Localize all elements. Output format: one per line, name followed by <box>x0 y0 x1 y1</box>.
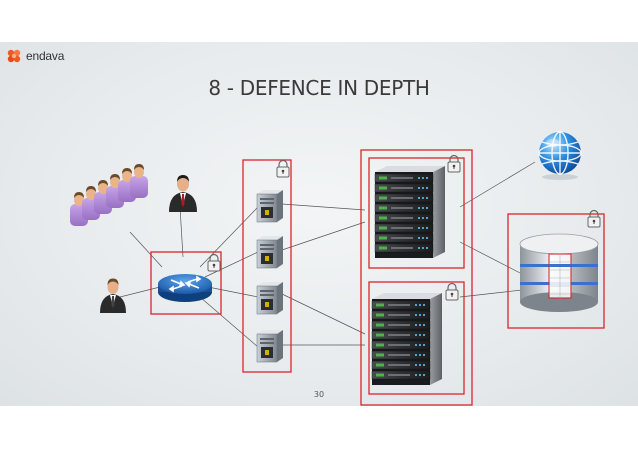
connector-web3-app2 <box>281 293 366 335</box>
admin-user-icon <box>169 175 197 212</box>
connector-app2-db <box>459 289 523 298</box>
connector-user-router <box>119 286 161 298</box>
server-tower-icon <box>256 235 284 269</box>
database-security-box <box>507 213 605 329</box>
connector-app1-db <box>459 241 523 275</box>
page-number: 30 <box>313 390 325 399</box>
connector-router-web3 <box>207 286 259 298</box>
router-security-box <box>150 251 222 315</box>
server-tower-icon <box>256 189 284 223</box>
router-icon <box>158 274 212 302</box>
network-diagram <box>70 131 605 406</box>
slide-title: 8 - DEFENCE IN DEPTH <box>208 76 430 100</box>
users-group <box>70 164 148 226</box>
connectors <box>119 161 536 348</box>
server-rack-icon <box>374 166 445 258</box>
endava-logo: endava <box>6 48 76 66</box>
connector-web2-app1 <box>281 221 366 251</box>
connector-users-router <box>129 231 163 268</box>
user-icon <box>100 278 126 313</box>
padlock-icon <box>587 209 601 228</box>
database-icon <box>519 233 599 312</box>
connector-router-web2 <box>204 251 259 278</box>
app-server-2-security-box <box>368 281 465 395</box>
padlock-icon <box>445 282 459 301</box>
endava-logo-icon <box>7 49 21 63</box>
connector-router-web1 <box>199 206 259 268</box>
globe-icon <box>538 131 582 180</box>
app-tier-security-box <box>360 149 473 406</box>
slide: endava 8 - DEFENCE IN DEPTH <box>0 42 638 406</box>
server-rack-icon <box>371 293 442 385</box>
connector-router-web4 <box>199 296 259 348</box>
web-tier-security-box <box>242 159 292 373</box>
padlock-icon <box>276 159 290 178</box>
connector-admin-router <box>179 206 184 258</box>
server-tower-icon <box>256 329 284 363</box>
padlock-icon <box>207 253 221 272</box>
connector-web1-app1 <box>281 203 366 211</box>
brand-name: endava <box>26 49 65 63</box>
connector-app1-internet <box>459 161 536 208</box>
app-server-1-security-box <box>368 157 465 269</box>
server-tower-icon <box>256 281 284 315</box>
